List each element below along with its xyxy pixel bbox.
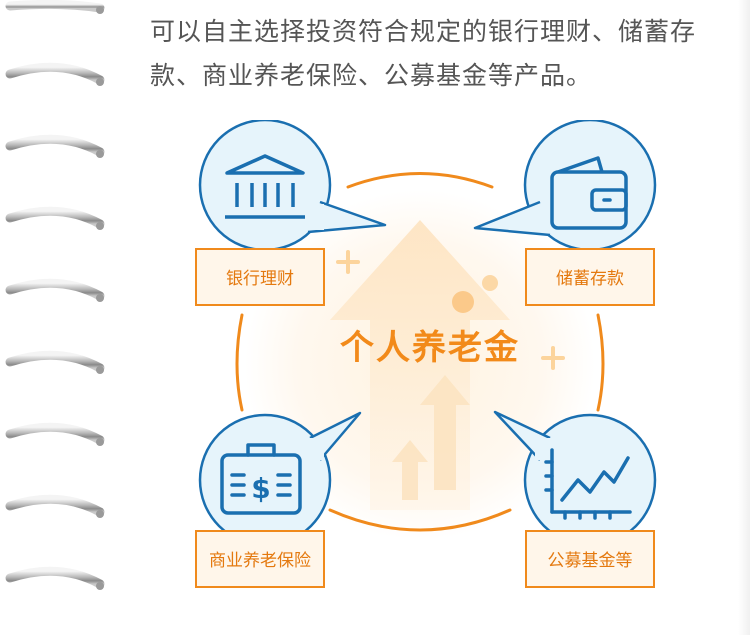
arc-left [235,313,244,412]
spiral-binding [5,0,105,590]
chart-trend-icon [544,448,632,520]
diagram-graphics: $ [198,120,657,547]
bubble-wallet [473,120,657,252]
option-savings-deposit[interactable]: 储蓄存款 [525,248,655,306]
small-arrow-2 [392,440,428,500]
option-public-funds[interactable]: 公募基金等 [525,530,655,588]
bank-icon [225,154,305,219]
dot-decoration-small [482,275,498,291]
dot-decoration-large [452,291,474,313]
page-shadow [738,0,750,635]
plus-decoration-left [336,250,360,274]
arc-top [346,172,494,189]
cash-briefcase-icon [220,443,302,515]
center-title: 个人养老金 [340,328,520,368]
dollar-sign-icon: $ [251,472,270,505]
arc-right [596,313,605,412]
intro-paragraph: 可以自主选择投资符合规定的银行理财、储蓄存款、商业养老保险、公募基金等产品。 [150,17,697,90]
small-arrow-1 [420,375,470,490]
pension-product-diagram: $ 银行理财 储蓄存款 商业养老保险 公募基金等 个人养老金 [180,120,680,620]
bubble-cash: $ [198,411,362,547]
wallet-icon [550,156,628,230]
option-commercial-pension-insurance[interactable]: 商业养老保险 [195,530,325,588]
arc-bottom [328,508,512,532]
option-bank-finance[interactable]: 银行理财 [195,248,325,306]
plus-decoration-right [541,346,565,370]
bubble-bank [198,120,387,252]
